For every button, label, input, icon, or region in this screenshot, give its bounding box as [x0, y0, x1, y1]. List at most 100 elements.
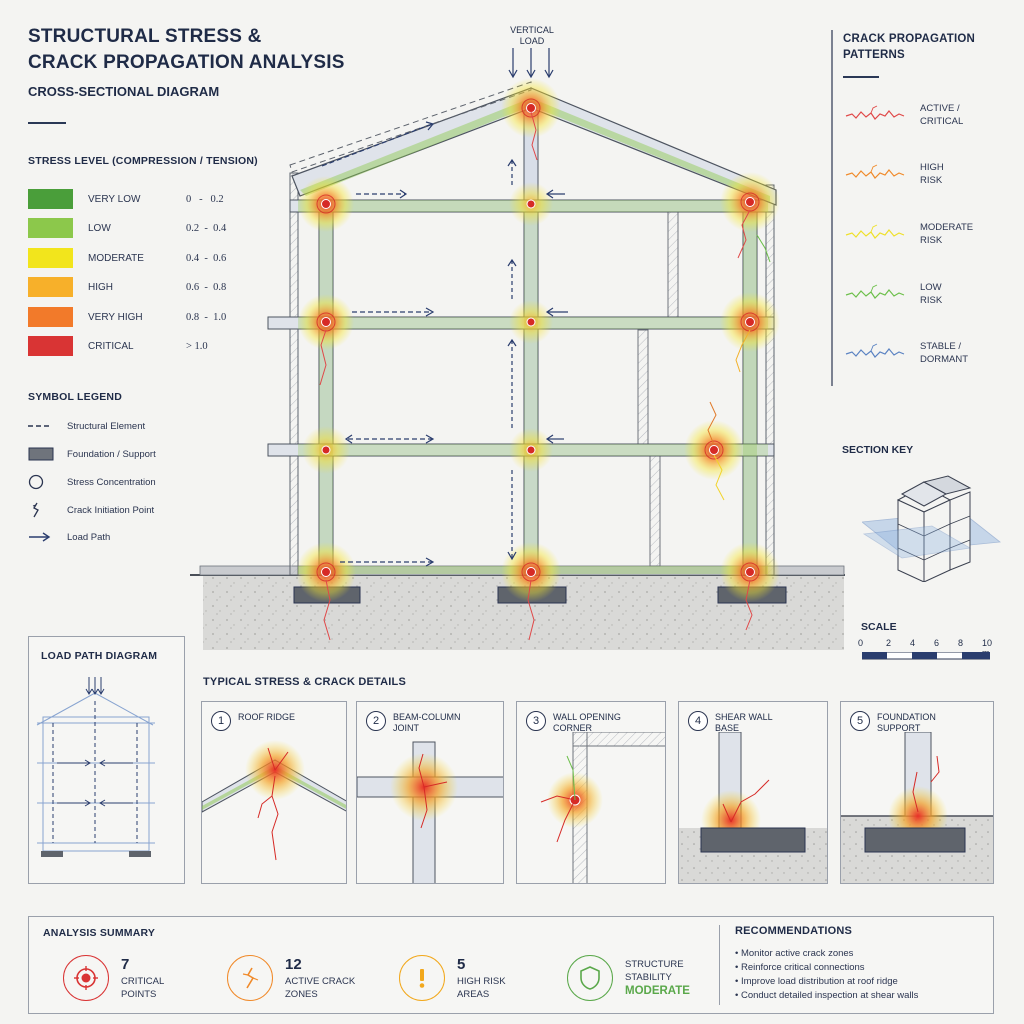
stress-legend-title: STRESS LEVEL (COMPRESSION / TENSION) — [28, 155, 258, 167]
crack-squiggle-icon — [845, 105, 905, 120]
symbol-foundation: Foundation / Support — [28, 446, 156, 462]
symbol-crack-initiation: Crack Initiation Point — [28, 502, 154, 518]
recommendations: RECOMMENDATIONS • Monitor active crack z… — [735, 925, 985, 1003]
detail-illustration — [841, 732, 993, 883]
arrow-icon — [28, 529, 67, 545]
crack-pattern-label-line: HIGH — [920, 162, 944, 173]
stress-level-label: VERY HIGH — [88, 311, 143, 323]
stat-structure-stability: STRUCTURE STABILITY MODERATE — [567, 955, 690, 1001]
detail-roof-ridge: 1 ROOF RIDGE — [201, 701, 347, 884]
recommendations-title: RECOMMENDATIONS — [735, 925, 853, 937]
stress-level-label: HIGH — [88, 281, 113, 293]
symbol-load-path: Load Path — [28, 529, 110, 545]
title-line-2: CRACK PROPAGATION ANALYSIS — [28, 52, 345, 73]
crack-pattern-label-line: RISK — [920, 295, 943, 306]
detail-number: 4 — [688, 711, 708, 731]
stress-swatch — [28, 218, 73, 238]
detail-label: WALL OPENING CORNER — [553, 712, 621, 733]
symbol-label: Load Path — [67, 531, 111, 543]
symbol-structural-element: Structural Element — [28, 418, 145, 434]
crack-pattern-label-line: MODERATE — [920, 222, 974, 233]
summary-divider — [719, 925, 720, 1005]
detail-label: ROOF RIDGE — [238, 712, 296, 722]
crack-pattern-label: LOW RISK — [920, 281, 942, 307]
stress-level-label: VERY LOW — [88, 193, 141, 205]
crack-pattern-row: STABLE / DORMANT — [844, 338, 968, 368]
detail-illustration — [202, 740, 346, 861]
crack-squiggle-icon — [845, 224, 905, 239]
recommendation-item: • Improve load distribution at roof ridg… — [735, 976, 898, 987]
detail-number: 5 — [850, 711, 870, 731]
section-key-isometric — [862, 475, 1002, 582]
crack-pattern-row: HIGH RISK — [844, 159, 944, 189]
detail-label: FOUNDATION SUPPORT — [877, 712, 936, 733]
detail-illustration — [679, 732, 827, 883]
building-cross-section — [190, 48, 845, 650]
detail-illustration — [357, 741, 503, 883]
load-path-sketch — [36, 677, 155, 857]
crack-panel-divider — [831, 30, 833, 386]
crack-pattern-label: STABLE / DORMANT — [920, 340, 968, 366]
recommendation-item: • Monitor active crack zones — [735, 948, 854, 959]
section-key-title: SECTION KEY — [842, 444, 914, 456]
stat-value: 5 — [457, 955, 466, 973]
scale-bar — [862, 652, 990, 660]
symbol-label: Foundation / Support — [67, 448, 156, 460]
page-subtitle: CROSS-SECTIONAL DIAGRAM — [28, 84, 220, 99]
stress-level-range: 0.6 - 0.8 — [186, 281, 227, 293]
wall-right — [765, 184, 775, 576]
scale-ticks: 0 2 4 6 8 10 m — [858, 638, 993, 658]
load-path-panel: LOAD PATH DIAGRAM — [28, 636, 185, 884]
partition-low — [649, 455, 661, 567]
crack-icon — [227, 955, 273, 1001]
crack-pattern-label-line: DORMANT — [920, 354, 969, 365]
crack-squiggle-icon — [845, 343, 905, 358]
detail-illustration — [540, 732, 665, 883]
scale-title: SCALE — [861, 621, 897, 633]
stress-swatch — [28, 189, 73, 209]
recommendation-item: • Reinforce critical connections — [735, 962, 865, 973]
shield-icon — [567, 955, 613, 1001]
detail-beam-column-joint: 2 BEAM-COLUMN JOINT — [356, 701, 504, 884]
stress-level-label: MODERATE — [88, 252, 144, 264]
stress-swatch — [28, 248, 73, 268]
detail-label: BEAM-COLUMN JOINT — [393, 712, 461, 733]
crack-pattern-label: ACTIVE / CRITICAL — [920, 102, 963, 128]
crack-pattern-label-line: ACTIVE / — [920, 103, 960, 114]
stat-value: 7 — [121, 955, 130, 973]
symbol-legend-title: SYMBOL LEGEND — [28, 391, 122, 403]
roof-structural-line — [289, 81, 532, 173]
load-path-title: LOAD PATH DIAGRAM — [41, 650, 158, 662]
stat-label: STRUCTURE STABILITY MODERATE — [625, 959, 690, 997]
detail-number: 2 — [366, 711, 386, 731]
detail-shear-wall-base: 4 SHEAR WALL BASE — [678, 701, 828, 884]
details-title: TYPICAL STRESS & CRACK DETAILS — [203, 676, 406, 688]
stress-swatch — [28, 336, 73, 356]
detail-wall-opening-corner: 3 WALL OPENING CORNER — [516, 701, 666, 884]
symbol-stress-concentration: Stress Concentration — [28, 474, 156, 490]
stress-swatch — [28, 277, 73, 297]
crack-pattern-label-line: LOW — [920, 282, 942, 293]
crack-pattern-row: LOW RISK — [844, 279, 942, 309]
stress-swatch — [28, 307, 73, 327]
load-path-arrows — [321, 48, 568, 567]
title-underline — [28, 122, 66, 124]
crack-pattern-label-line: RISK — [920, 175, 943, 186]
crack-pattern-row: ACTIVE / CRITICAL — [844, 100, 963, 130]
detail-label: SHEAR WALL BASE — [715, 712, 773, 733]
target-icon — [63, 955, 109, 1001]
crack-pattern-label-line: STABLE / — [920, 341, 962, 352]
crack-pattern-label-line: CRITICAL — [920, 116, 964, 127]
crack-lines — [319, 111, 771, 641]
stability-status: MODERATE — [625, 985, 690, 997]
